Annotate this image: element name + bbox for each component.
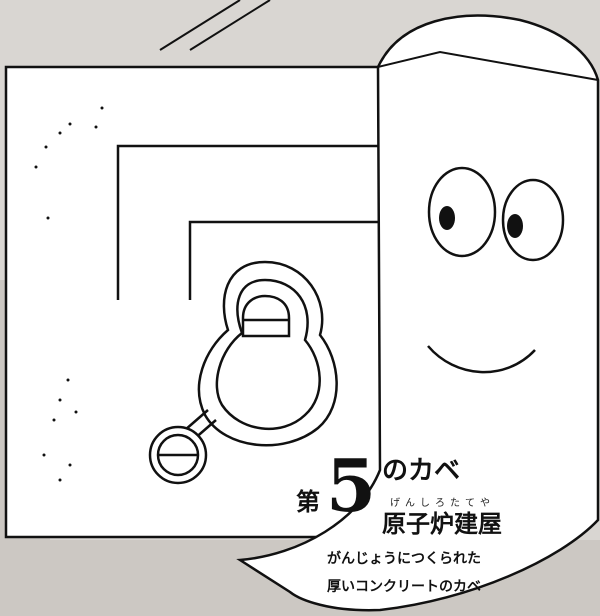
reactor-vessel [197,260,338,447]
character-mouth [427,345,536,374]
character-eyes [427,166,565,262]
number-suffix: のカベ [382,456,461,486]
top-edge-lines [159,0,271,51]
wall-number: 5 [326,443,377,528]
left-eye [427,166,497,258]
building-wall-inner-step [116,144,382,300]
description-line-2: 厚いコンクリートのカベ [327,579,481,595]
number-prefix: 第 [296,487,320,516]
description-line-1: がんじょうにつくられた [327,551,481,567]
wall-number-group: 第 5 [286,448,426,528]
title-reading: げんしろたてや [390,498,495,509]
right-eye [501,178,565,262]
reactor-core [241,294,291,338]
speckle-dots [34,106,104,482]
wall-title: 原子炉建屋 [382,509,502,538]
building-wall-inner-step-2 [188,220,382,300]
curling-wall-character [236,14,600,612]
suppression-pool [148,409,217,485]
